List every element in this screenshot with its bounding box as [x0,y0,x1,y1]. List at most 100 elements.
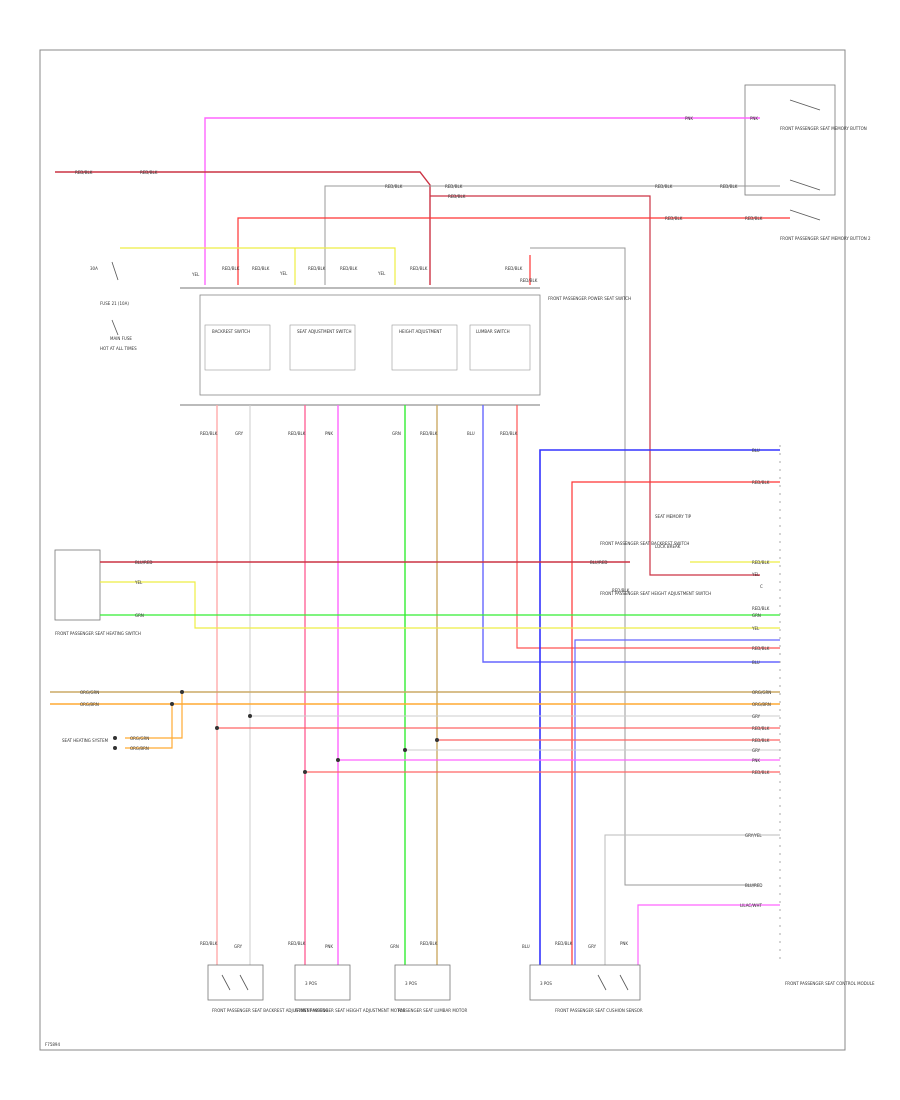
motor-4-pin: 3 POS [540,981,552,986]
bw-label-4: GRN [392,431,401,436]
splice-dots [170,690,439,774]
top-pin-7: RED/BLK [410,266,428,271]
motor-backrest: FRONT PASSENGER SEAT BACKREST ADJUSTMENT… [207,964,328,1013]
top-pin-6: YEL [377,271,386,276]
wire-top4-label: RED/BLK [665,216,683,221]
fuse-2-label: HOT AT ALL TIMES [100,346,137,351]
rc-pin-2: RED/BLK [752,560,770,565]
rc-pin-11: GRY [752,714,761,719]
top-pin-0: YEL [191,272,200,277]
bw-label-7: RED/BLK [500,431,518,436]
top-pin-2: RED/BLK [252,266,270,271]
rc-pin-7: RED/BLK [752,646,770,651]
power-seat-switch-block: BACKREST SWITCH SEAT ADJUSTMENT SWITCH H… [180,287,631,406]
corner-label: F75894 [45,1042,60,1047]
right-connector-label: FRONT PASSENGER SEAT CONTROL MODULE [785,981,875,986]
mid-m2-label: RED/BLK [612,588,630,593]
top-pin-3: YEL [279,271,288,276]
top-connector-pins: YEL RED/BLK RED/BLK YEL RED/BLK RED/BLK … [191,266,538,283]
motor-2-pin: 3 POS [305,981,317,986]
fuse-1b-label: 30A [90,266,98,271]
rc-pin-13: RED/BLK [752,738,770,743]
wire-gray-lower [604,834,780,965]
switch-section-1: BACKREST SWITCH [212,329,250,334]
mw-label-5: RED/BLK [420,941,438,946]
mw-label-9: PNK [620,941,628,946]
left-module-wire2: YEL [134,580,143,585]
wire-red-top3 [237,217,790,285]
rc-pin-15: PNK [752,758,760,763]
bw-label-3: PNK [325,431,333,436]
relay-label-1: FRONT PASSENGER SEAT BACKREST SWITCH [600,541,689,546]
switch-section-3: HEIGHT ADJUSTMENT [399,329,442,334]
top-pin-4: RED/BLK [308,266,326,271]
wire-pink-lower [637,904,780,965]
wire-top4b-label: RED/BLK [745,216,763,221]
mw-label-7: RED/BLK [555,941,573,946]
rc-pin-8: BLU [752,660,760,665]
wire-top2b-label: RED/BLK [445,184,463,189]
bw-label-2: RED/BLK [288,431,306,436]
top-right-switch-2-label: FRONT PASSENGER SEAT MEMORY BUTTON 2 [780,236,871,241]
mid-m1-label: BLU/RED [590,560,607,565]
motor-3-pin: 3 POS [405,981,417,986]
top-pin-8: RED/BLK [505,266,523,271]
right-connector: FRONT PASSENGER SEAT CONTROL MODULE [779,445,875,986]
rc-pin-0: BLU [752,448,760,453]
wire-top3b-label: RED/BLK [720,184,738,189]
wire-top3-label: RED/BLK [655,184,673,189]
motor-3-label: PASSENGER SEAT LUMBAR MOTOR [398,1008,468,1013]
left-module-label: FRONT PASSENGER SEAT HEATING SWITCH [55,631,141,636]
wire-left2-label: RED/BLK [140,170,158,175]
pin-ct-label: C [760,584,763,589]
rc-pin-19: LILAC/WHT [740,903,762,908]
switch-section-2: SEAT ADJUSTMENT SWITCH [297,329,351,334]
bw-label-5: RED/BLK [420,431,438,436]
rc-pin-6: YEL [751,626,760,631]
right-connector-pin-labels: BLU RED/BLK RED/BLK YEL RED/BLK GRN YEL … [740,448,771,908]
wire-orange-drop2 [125,704,173,749]
switch-section-4: LUMBAR SWITCH [476,329,510,334]
fuse-block-left: 30A FUSE 21 (10A) MAIN FUSE HOT AT ALL T… [90,261,137,351]
wire-pink-top [204,117,760,285]
left-wire-label-0: ORG/GRN [80,690,99,695]
wire-orange-drop1 [125,692,183,739]
wire-blue-right2 [574,639,780,965]
motor-cushion: 3 POS FRONT PASSENGER SEAT CUSHION SENSO… [529,964,643,1013]
mw-label-4: GRN [390,944,399,949]
left-splice-group: SEAT HEATING SYSTEM ORG/GRN ORG/BRN [62,736,149,751]
diagram-frame [39,49,846,1051]
wire-v-blue1 [482,405,780,663]
rc-pin-17: GRY/YEL [745,833,762,838]
fuse-1-label: FUSE 21 (10A) [100,301,129,306]
mid-fuse1-label: SEAT MEMORY TIP [655,514,692,519]
mid-fuse2-label: LOCK BREAK [655,544,681,549]
rc-pin-4: RED/BLK [752,606,770,611]
fuse-2b-label: MAIN FUSE [110,336,132,341]
left-splice-w1: ORG/GRN [130,736,149,741]
mw-label-2: RED/BLK [288,941,306,946]
wire-yellow-h [100,581,780,629]
switch-bottom-wire-labels: RED/BLK GRY RED/BLK PNK GRN RED/BLK BLU … [200,431,518,436]
switch-block-label: FRONT PASSENGER POWER SEAT SWITCH [548,296,631,301]
wire-gray-top [324,185,780,285]
left-splice-label: SEAT HEATING SYSTEM [62,738,109,743]
bw-label-0: RED/BLK [200,431,218,436]
wire-yellow-top [120,247,396,285]
wire-red-mid-top [430,195,760,576]
mw-label-6: BLU [522,944,530,949]
left-module-wire3: GRN [135,613,144,618]
rc-pin-18: BLU/RED [745,883,762,888]
bw-label-6: BLU [467,431,475,436]
mw-label-8: GRY [588,944,597,949]
left-wire-label-1: ORG/BRN [80,702,99,707]
left-heating-switch-module: FRONT PASSENGER SEAT HEATING SWITCH [54,549,141,636]
mw-label-0: RED/BLK [200,941,218,946]
motor-4-label: FRONT PASSENGER SEAT CUSHION SENSOR [555,1008,643,1013]
motor-wire-labels: RED/BLK GRY RED/BLK PNK GRN RED/BLK BLU … [200,941,628,949]
top-pin-5: RED/BLK [340,266,358,271]
left-splice-w2: ORG/BRN [130,746,149,751]
bw-label-1: GRY [235,431,244,436]
relay-label-2: FRONT PASSENGER SEAT HEIGHT ADJUSTMENT S… [600,591,711,596]
